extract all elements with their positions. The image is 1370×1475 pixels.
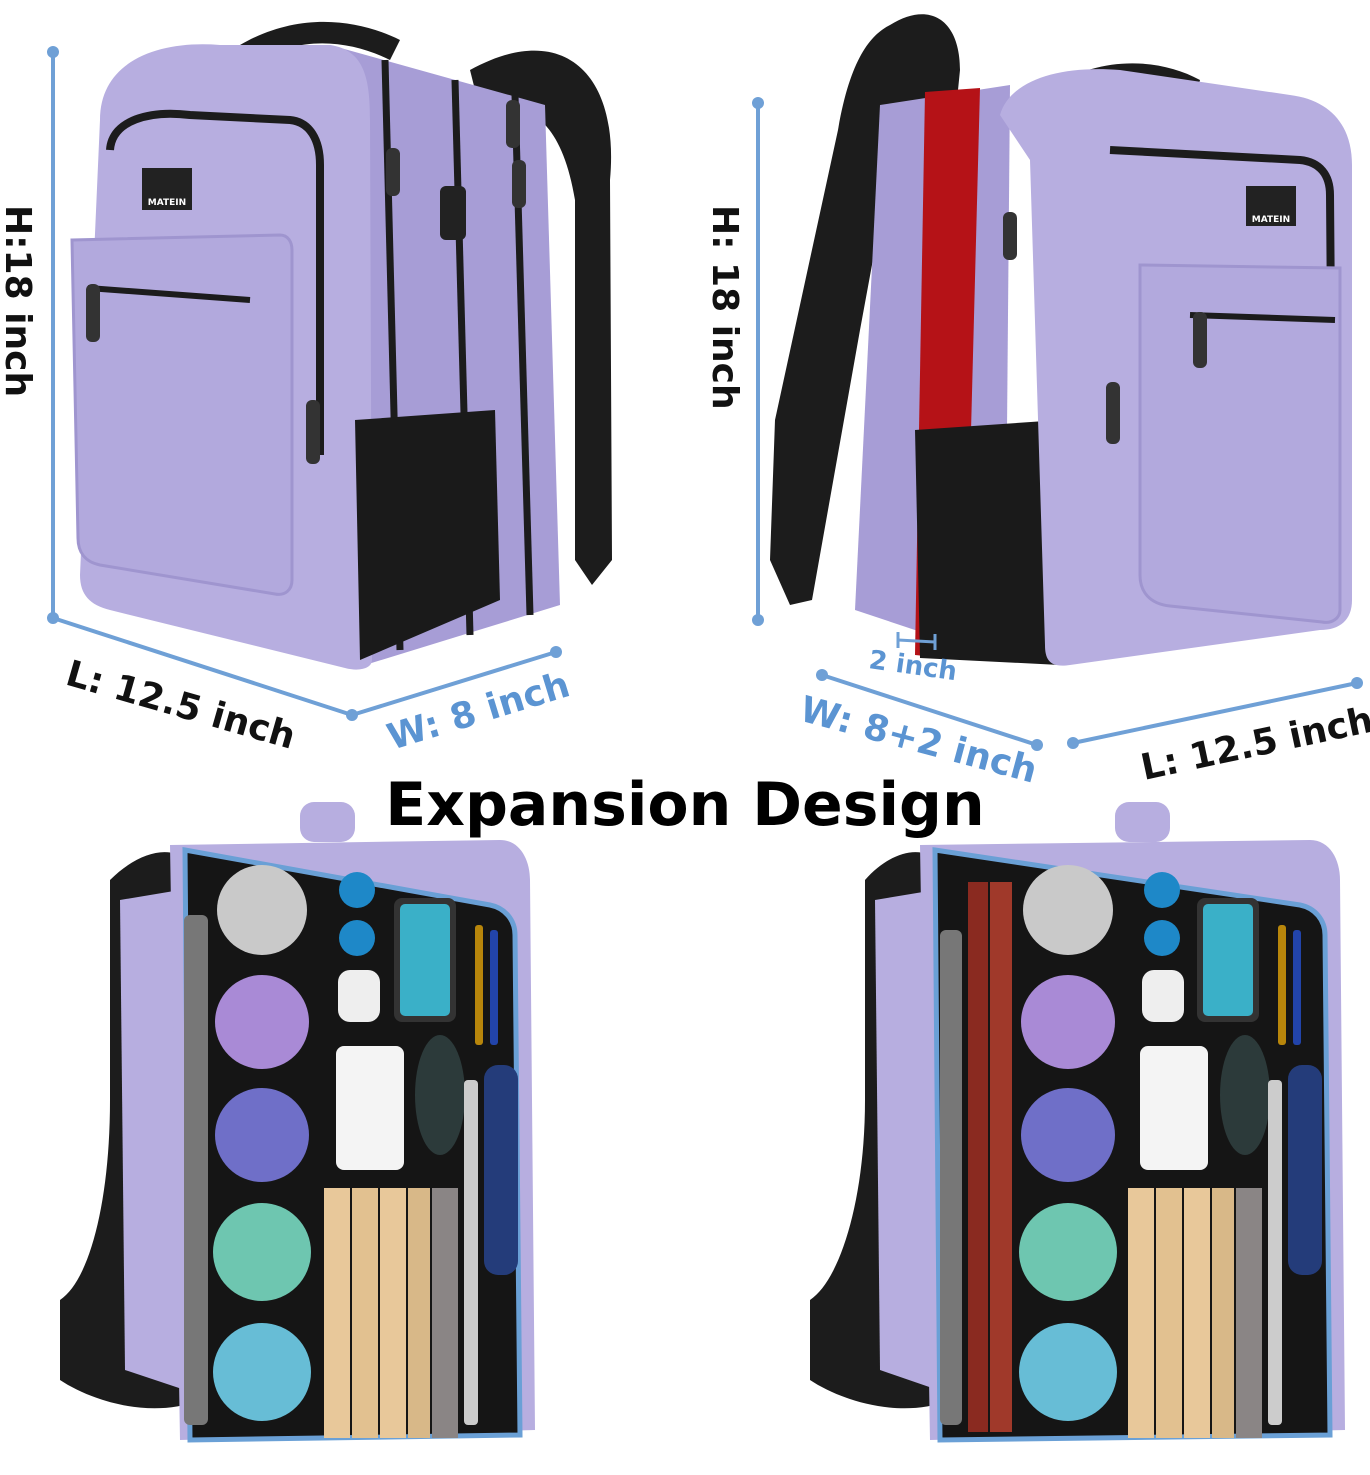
backpack-open-organizer-expanded-icon xyxy=(810,802,1345,1443)
left-width-label: W: 8 inch xyxy=(383,664,575,758)
left-length-label: L: 12.5 inch xyxy=(62,653,300,758)
expansion-design-title: Expansion Design xyxy=(385,770,985,840)
brand-logo-left: MATEIN xyxy=(148,198,186,208)
dimension-lines-left xyxy=(47,46,562,721)
left-height-label: H:18 inch xyxy=(0,205,38,397)
backpack-open-organizer-icon xyxy=(60,802,535,1443)
brand-logo-right: MATEIN xyxy=(1252,215,1290,225)
backpack-front-icon xyxy=(70,21,612,670)
dimension-lines-right xyxy=(752,97,1363,751)
backpack-expanded-icon xyxy=(770,14,1352,666)
right-height-label: H: 18 inch xyxy=(704,205,745,410)
